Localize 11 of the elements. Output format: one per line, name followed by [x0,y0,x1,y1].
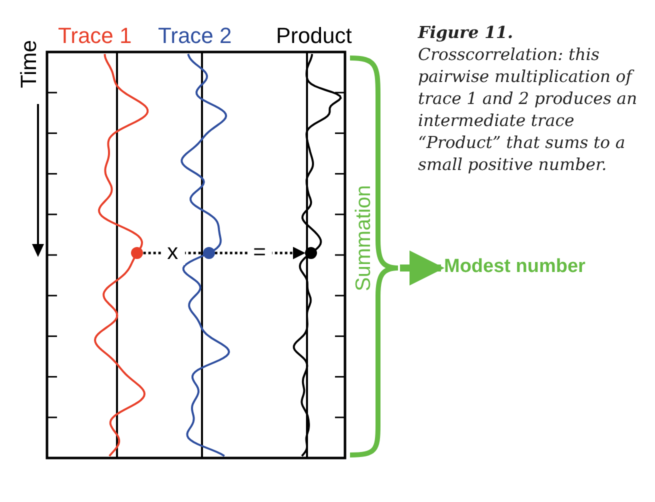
column-label: Product [276,23,352,49]
summation-label: Summation [352,185,376,292]
data-point-dot [131,247,144,259]
axis-label: Time [16,40,42,88]
data-point-dot [305,247,318,259]
column-label: Trace 2 [158,23,232,49]
result-label: Modest number [444,256,586,278]
figure-caption: Figure 11. Crosscorrelation: this pairwise multiplication of trace 1 and 2 produces an intermediate trace “Product” that sums to a small positive number. [418,22,638,176]
arrow [400,250,444,286]
column-label: Trace 1 [58,23,132,49]
data-point-dot [202,247,215,259]
